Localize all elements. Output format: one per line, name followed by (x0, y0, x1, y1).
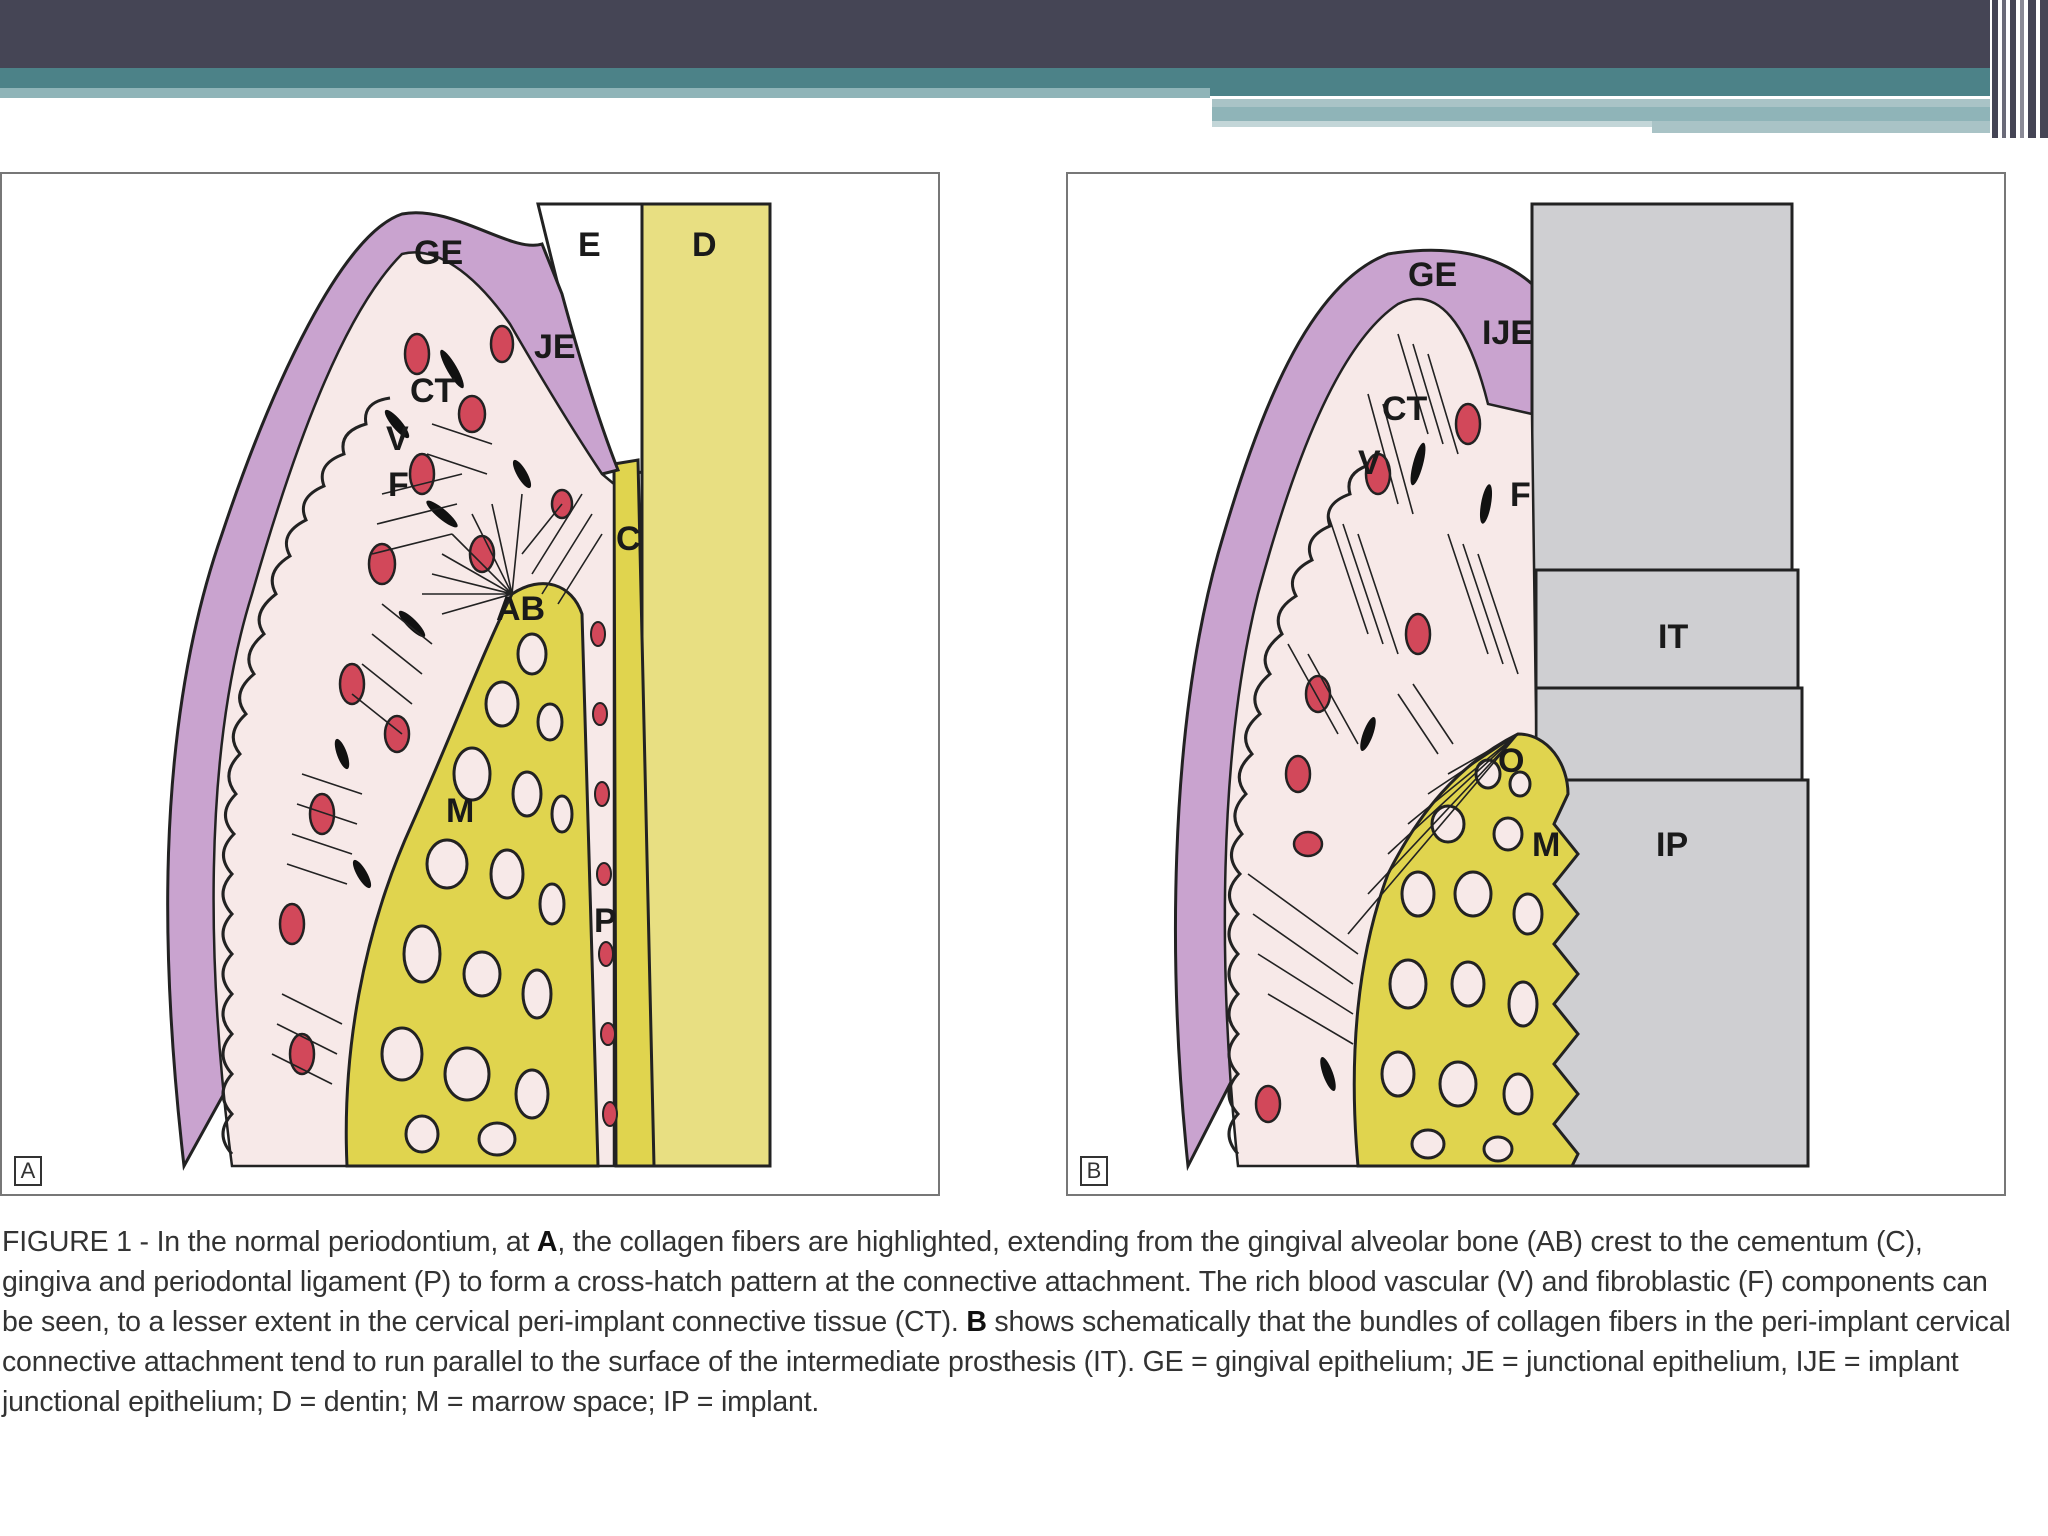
intermediate-prosthesis-mid (1534, 568, 1800, 690)
fibroblasts (1320, 442, 1493, 1092)
diagram-panel-b: GE IJE CT V F IT O M IP B (1066, 172, 2006, 1196)
label-ge: GE (414, 234, 463, 272)
caption-part-3: shows schematically that the bundles of … (2, 1306, 2011, 1418)
blood-vessels (1254, 402, 1482, 1124)
intermediate-prosthesis-low (1534, 686, 1804, 782)
peri-implant-diagram: GE IJE CT V F IT O M IP (1174, 202, 1810, 1172)
panel-a-corner-label: A (14, 1156, 42, 1186)
rete-ridges (221, 396, 391, 1156)
label-ct: CT (1382, 390, 1428, 428)
intermediate-prosthesis (1530, 202, 1794, 572)
label-ab: AB (496, 590, 545, 628)
diagram-panel-a: GE E D JE CT V F C AB M P A (0, 172, 940, 1196)
label-ct: CT (410, 372, 456, 410)
label-f: F (1510, 476, 1531, 514)
label-m: M (1532, 826, 1560, 864)
label-o: O (1498, 742, 1524, 780)
caption-part-2: , the collagen fibers are highlighted, e… (2, 1226, 1988, 1338)
caption-part-1: FIGURE 1 - In the normal periodontium, a… (2, 1226, 537, 1258)
fibroblasts (334, 349, 532, 889)
label-ge: GE (1408, 256, 1457, 294)
collagen-fibers (1247, 333, 1519, 1045)
label-e: E (578, 226, 601, 264)
label-p: P (594, 902, 617, 940)
cementum-region (612, 458, 656, 1168)
implant-body (1536, 778, 1810, 1168)
label-v: V (386, 420, 409, 458)
marrow-spaces (380, 632, 574, 1157)
slide-header-bands (0, 0, 2048, 138)
label-je: JE (534, 328, 576, 366)
label-m: M (446, 792, 474, 830)
label-it: IT (1658, 618, 1688, 656)
label-ip: IP (1656, 826, 1688, 864)
panel-b-corner-label: B (1080, 1156, 1108, 1186)
rete-ridges (1227, 462, 1373, 1156)
caption-bold-a: A (536, 1226, 558, 1258)
label-f: F (388, 466, 409, 504)
collagen-fibers (271, 423, 603, 1085)
label-v: V (1358, 444, 1381, 482)
dentin-region (640, 202, 772, 1168)
caption-bold-b: B (966, 1306, 987, 1338)
label-c: C (616, 520, 641, 558)
ligament-vessels (590, 621, 618, 1127)
periodontium-diagram: GE E D JE CT V F C AB M P (166, 202, 772, 1171)
label-ije: IJE (1482, 314, 1533, 352)
marrow-spaces (1380, 758, 1544, 1163)
label-d: D (692, 226, 717, 264)
figure-caption: FIGURE 1 - In the normal periodontium, a… (2, 1222, 2012, 1422)
